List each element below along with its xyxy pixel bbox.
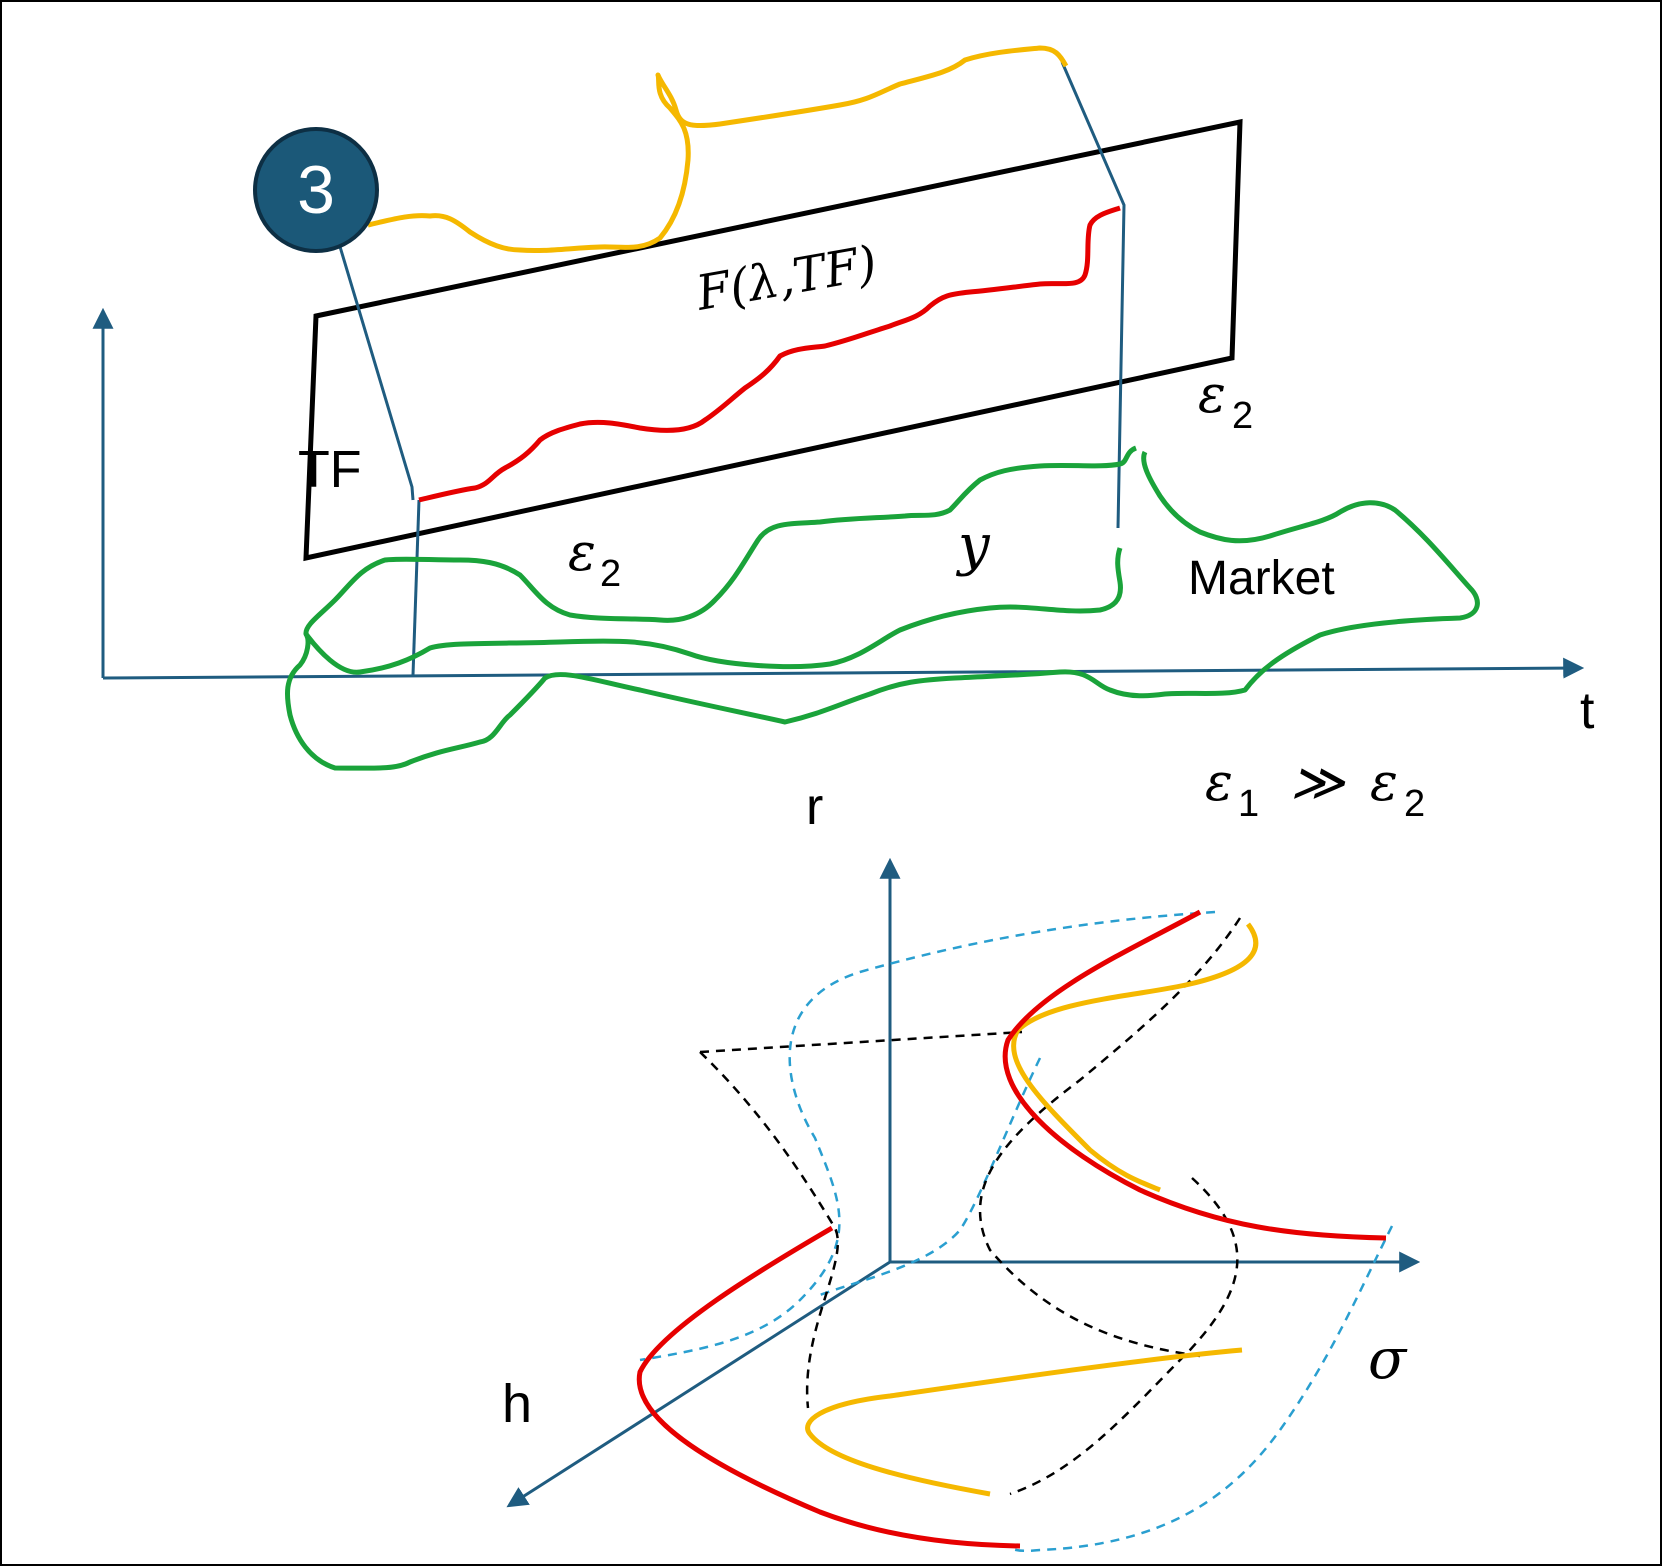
h-axis [506, 1260, 891, 1508]
surface-edge-middle [819, 1057, 1042, 1297]
yellow-fold-upper [1011, 922, 1259, 1193]
t-axis [102, 657, 1585, 680]
y-label: y [955, 513, 991, 578]
green-market-lower-loop [304, 547, 1123, 675]
step-badge-number: 3 [297, 152, 335, 228]
eps2-lower-label: ε [568, 523, 596, 583]
surface-edge-back [639, 910, 1216, 1362]
h-axis-label: h [502, 1374, 532, 1434]
ineq-eps2: ε [1370, 753, 1398, 813]
surface-edge-front [1009, 1225, 1394, 1553]
eps2-lower-subscript: 2 [600, 553, 621, 595]
ineq-eps1: ε [1205, 753, 1233, 813]
t-axis-label: t [1580, 682, 1595, 740]
connector-left [336, 239, 415, 501]
fold-curve-right [978, 917, 1242, 1358]
red-fold-upper [1002, 909, 1387, 1241]
red-fold-lower [636, 1225, 1021, 1549]
step-badge [253, 127, 379, 253]
yellow-trajectory [367, 45, 1069, 254]
function-label: F(λ,TF) [691, 235, 881, 322]
ineq-relation: ≫ [1290, 753, 1346, 813]
market-label: Market [1188, 552, 1335, 605]
connector-left-drop [411, 499, 421, 676]
connector-right [1060, 61, 1126, 529]
eps2-right-subscript: 2 [1232, 395, 1253, 437]
green-market-trajectory [284, 445, 1480, 771]
ineq-eps1-subscript: 1 [1238, 783, 1259, 825]
plane-parallelogram [303, 118, 1243, 562]
red-trajectory [418, 205, 1121, 503]
fold-curve-left [699, 1051, 840, 1409]
sigma-axis-label: σ [1368, 1327, 1408, 1392]
fold-curve-front [1009, 1177, 1239, 1496]
tf-label: TF [298, 441, 362, 499]
eps2-right-label: ε [1198, 365, 1226, 425]
ineq-eps2-subscript: 2 [1404, 783, 1425, 825]
r-axis-label: r [806, 778, 823, 836]
fold-line-top [699, 1030, 1023, 1054]
yellow-fold-lower [805, 1347, 1243, 1497]
